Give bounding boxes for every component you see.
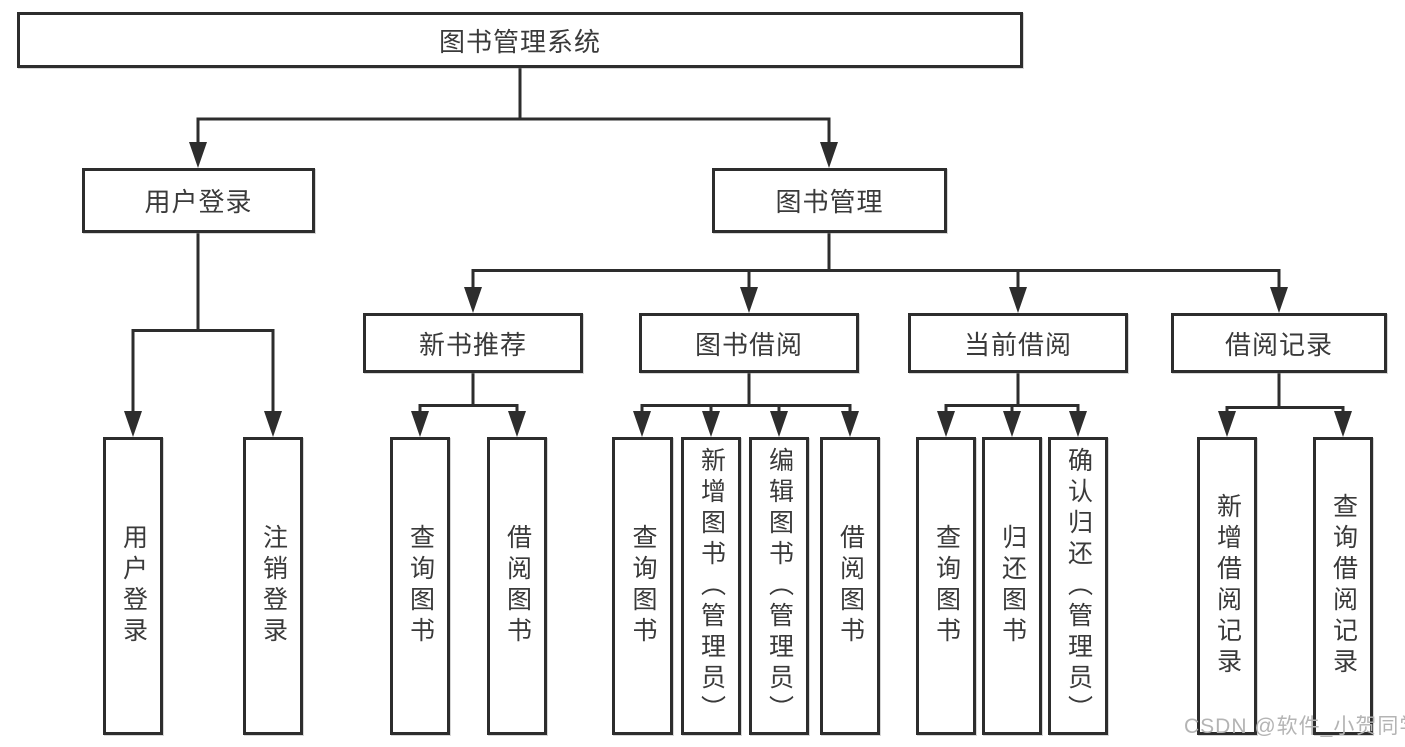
leaf-add-books-admin: 新增图书（管理员） [681, 437, 741, 735]
node-label: 新增借阅记录 [1213, 493, 1242, 679]
leaf-logout: 注销登录 [243, 437, 303, 735]
node-label: 查询图书 [406, 524, 435, 648]
node-label: 新增图书（管理员） [697, 446, 726, 726]
csdn-watermark: CSDN @软件_小贺同学 [1184, 715, 1405, 738]
leaf-return-books: 归还图书 [982, 437, 1042, 735]
leaf-borrow-books: 借阅图书 [820, 437, 880, 735]
node-label: 图书借阅 [694, 329, 803, 360]
leaf-query-books-borrow: 查询图书 [612, 437, 673, 735]
node-label: 确认归还（管理员） [1064, 446, 1093, 726]
node-book-management: 图书管理 [712, 168, 947, 233]
node-label: 用户登录 [144, 187, 253, 217]
leaf-query-books-recommend: 查询图书 [390, 437, 450, 735]
node-label: 用户登录 [119, 524, 148, 648]
node-label: 图书管理系统 [438, 26, 601, 57]
node-root-library-system: 图书管理系统 [17, 12, 1023, 68]
leaf-edit-books-admin: 编辑图书（管理员） [749, 437, 809, 735]
node-current-borrow: 当前借阅 [908, 313, 1128, 373]
leaf-user-login: 用户登录 [103, 437, 163, 735]
node-label: 查询图书 [629, 524, 657, 648]
node-label: 查询图书 [932, 524, 961, 648]
node-label: 注销登录 [259, 524, 288, 648]
node-label: 借阅图书 [836, 524, 865, 648]
node-new-book-recommend: 新书推荐 [363, 313, 583, 373]
leaf-confirm-return-admin: 确认归还（管理员） [1048, 437, 1108, 735]
node-book-borrow: 图书借阅 [639, 313, 859, 373]
leaf-query-books-current: 查询图书 [916, 437, 976, 735]
node-user-login: 用户登录 [82, 168, 315, 233]
node-label: 新书推荐 [418, 329, 527, 360]
leaf-query-borrow-record: 查询借阅记录 [1313, 437, 1373, 735]
node-label: 编辑图书（管理员） [765, 446, 794, 726]
node-label: 当前借阅 [963, 329, 1072, 360]
node-borrow-records: 借阅记录 [1171, 313, 1387, 373]
node-label: 借阅图书 [503, 524, 532, 648]
node-label: 查询借阅记录 [1329, 493, 1358, 679]
node-label: 图书管理 [775, 187, 884, 217]
leaf-borrow-books-recommend: 借阅图书 [487, 437, 547, 735]
node-label: 归还图书 [998, 524, 1027, 648]
node-label: 借阅记录 [1224, 329, 1333, 360]
leaf-add-borrow-record: 新增借阅记录 [1197, 437, 1257, 735]
